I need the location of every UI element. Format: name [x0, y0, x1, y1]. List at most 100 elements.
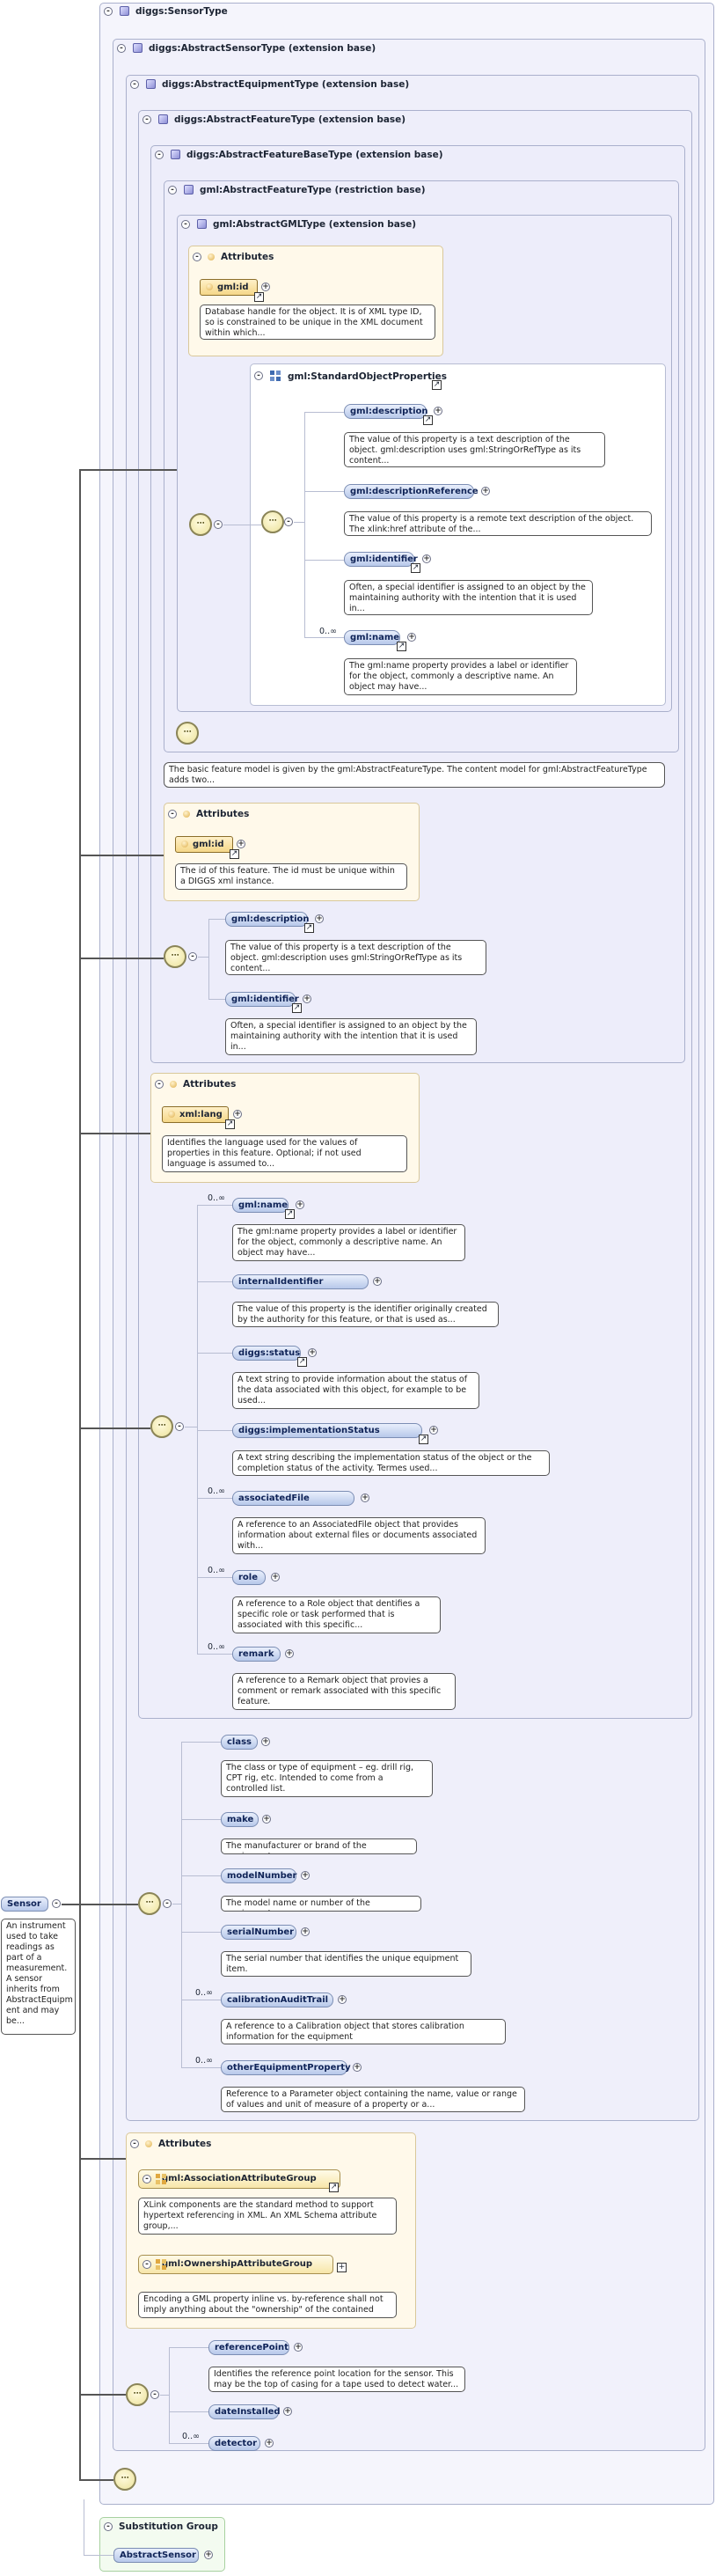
collapse-toggle[interactable]: - [284, 517, 293, 526]
multiplicity-label: 0..∞ [195, 1988, 213, 1998]
collapse-toggle[interactable]: - [52, 1899, 61, 1908]
collapse-toggle[interactable]: - [104, 2522, 113, 2531]
collapse-toggle[interactable]: - [150, 2390, 159, 2399]
attribute-group-name: gml:AssociationAttributeGroup [162, 2174, 317, 2183]
collapse-toggle[interactable]: - [104, 7, 113, 16]
multiplicity-label: 0..∞ [319, 627, 337, 636]
collapse-toggle[interactable]: - [168, 186, 177, 194]
reference-arrow-icon[interactable]: ↗ [297, 1357, 307, 1367]
expand-toggle[interactable]: + [237, 840, 245, 848]
attribute-xml-lang[interactable]: xml:lang [162, 1106, 229, 1123]
description: A reference to a Calibration object that… [221, 2019, 506, 2044]
collapse-toggle[interactable]: - [163, 1899, 172, 1908]
complex-type-icon [197, 219, 207, 229]
collapse-toggle[interactable]: - [117, 44, 126, 53]
reference-arrow-icon[interactable]: ↗ [304, 923, 314, 933]
expand-toggle[interactable]: + [361, 1493, 369, 1502]
expand-toggle[interactable]: + [301, 1927, 310, 1936]
reference-arrow-icon[interactable]: + [337, 2263, 347, 2272]
collapse-toggle[interactable]: - [142, 115, 151, 124]
expand-toggle[interactable]: + [373, 1277, 382, 1286]
expand-toggle[interactable]: + [301, 1871, 310, 1880]
reference-arrow-icon[interactable]: ↗ [329, 2183, 339, 2192]
element-serialnumber[interactable]: serialNumber [221, 1925, 296, 1940]
expand-toggle[interactable]: + [285, 1649, 294, 1658]
expand-toggle[interactable]: + [303, 994, 311, 1003]
expand-toggle[interactable]: + [429, 1426, 438, 1435]
expand-toggle[interactable]: + [261, 1737, 270, 1746]
element-modelnumber[interactable]: modelNumber [221, 1868, 296, 1883]
connector-line [181, 2067, 221, 2068]
reference-arrow-icon[interactable]: ↗ [225, 1119, 235, 1129]
element-diggs-implementationstatus[interactable]: diggs:implementationStatus [232, 1423, 422, 1438]
element-gml-descriptionreference[interactable]: gml:descriptionReference [344, 484, 479, 499]
attribute-group-gml-associationattributegroup[interactable]: gml:AssociationAttributeGroup [138, 2169, 340, 2189]
reference-arrow-icon[interactable]: ↗ [254, 292, 264, 302]
collapse-toggle[interactable]: - [155, 150, 164, 159]
element-detector[interactable]: detector [208, 2436, 260, 2451]
element-role[interactable]: role [232, 1570, 266, 1585]
collapse-toggle[interactable]: - [254, 371, 263, 380]
collapse-toggle[interactable]: - [214, 520, 223, 529]
element-gml-description[interactable]: gml:description [344, 404, 428, 419]
reference-arrow-icon[interactable]: ↗ [432, 380, 442, 390]
expand-toggle[interactable]: + [422, 554, 431, 563]
element-referencepoint[interactable]: referencePoint [208, 2340, 289, 2355]
element-dateinstalled[interactable]: dateInstalled [208, 2404, 281, 2419]
element-associatedfile[interactable]: associatedFile [232, 1491, 354, 1506]
reference-arrow-icon[interactable]: ↗ [285, 1209, 295, 1219]
element-gml-identifier[interactable]: gml:identifier [225, 992, 299, 1007]
collapse-toggle[interactable]: - [193, 253, 201, 261]
reference-arrow-icon[interactable]: ↗ [230, 849, 239, 859]
expand-toggle[interactable]: + [265, 2439, 274, 2448]
element-gml-name[interactable]: gml:name [344, 630, 400, 645]
element-gml-name[interactable]: gml:name [232, 1198, 289, 1213]
element-remark[interactable]: remark [232, 1647, 281, 1662]
expand-toggle[interactable]: + [294, 2343, 303, 2352]
expand-toggle[interactable]: + [233, 1110, 242, 1119]
collapse-toggle[interactable]: - [130, 2139, 139, 2148]
expand-toggle[interactable]: + [434, 407, 442, 415]
expand-toggle[interactable]: + [271, 1573, 280, 1582]
reference-arrow-icon[interactable]: ↗ [423, 415, 433, 425]
expand-toggle[interactable]: + [315, 914, 324, 923]
attribute-group-gml-ownershipattributegroup[interactable]: gml:OwnershipAttributeGroup [138, 2255, 333, 2274]
collapse-toggle[interactable]: - [142, 2260, 151, 2269]
expand-toggle[interactable]: + [308, 1348, 317, 1357]
element-calibrationaudittrail[interactable]: calibrationAuditTrail [221, 1993, 333, 2007]
expand-toggle[interactable]: + [262, 1815, 271, 1824]
element-make[interactable]: make [221, 1812, 259, 1827]
reference-arrow-icon[interactable]: ↗ [292, 1003, 302, 1013]
type-header: gml:AbstractGMLType (extension base) [213, 219, 417, 230]
expand-toggle[interactable]: + [338, 1995, 347, 2004]
description: The gml:name property provides a label o… [344, 658, 577, 695]
expand-toggle[interactable]: + [481, 487, 490, 495]
element-internalidentifier[interactable]: internalIdentifier [232, 1274, 369, 1289]
element-gml-identifier[interactable]: gml:identifier [344, 552, 418, 567]
element-class[interactable]: class [221, 1735, 258, 1750]
collapse-toggle[interactable]: - [168, 810, 177, 818]
collapse-toggle[interactable]: - [188, 952, 197, 961]
collapse-toggle[interactable]: - [175, 1422, 184, 1431]
attribute-gml-id[interactable]: gml:id [200, 279, 258, 296]
attribute-gml-id[interactable]: gml:id [175, 836, 233, 853]
expand-toggle[interactable]: + [353, 2063, 362, 2072]
expand-toggle[interactable]: + [283, 2407, 292, 2416]
expand-toggle[interactable]: + [296, 1200, 304, 1209]
collapse-toggle[interactable]: - [142, 2175, 151, 2183]
element-gml-description[interactable]: gml:description [225, 912, 310, 927]
collapse-toggle[interactable]: - [155, 1080, 164, 1089]
element-otherequipmentproperty[interactable]: otherEquipmentProperty [221, 2060, 351, 2075]
type-header: gml:AbstractFeatureType (restriction bas… [200, 185, 426, 195]
expand-toggle[interactable]: + [204, 2550, 213, 2559]
collapse-toggle[interactable]: - [181, 220, 190, 229]
expand-toggle[interactable]: + [261, 283, 270, 291]
reference-arrow-icon[interactable]: ↗ [397, 642, 406, 651]
element-abstractsensor[interactable]: AbstractSensor [113, 2548, 199, 2563]
reference-arrow-icon[interactable]: ↗ [419, 1435, 428, 1444]
collapse-toggle[interactable]: - [130, 80, 139, 89]
element-sensor[interactable]: Sensor [1, 1897, 48, 1912]
expand-toggle[interactable]: + [407, 633, 416, 642]
reference-arrow-icon[interactable]: ↗ [411, 563, 420, 573]
element-diggs-status[interactable]: diggs:status [232, 1346, 301, 1361]
